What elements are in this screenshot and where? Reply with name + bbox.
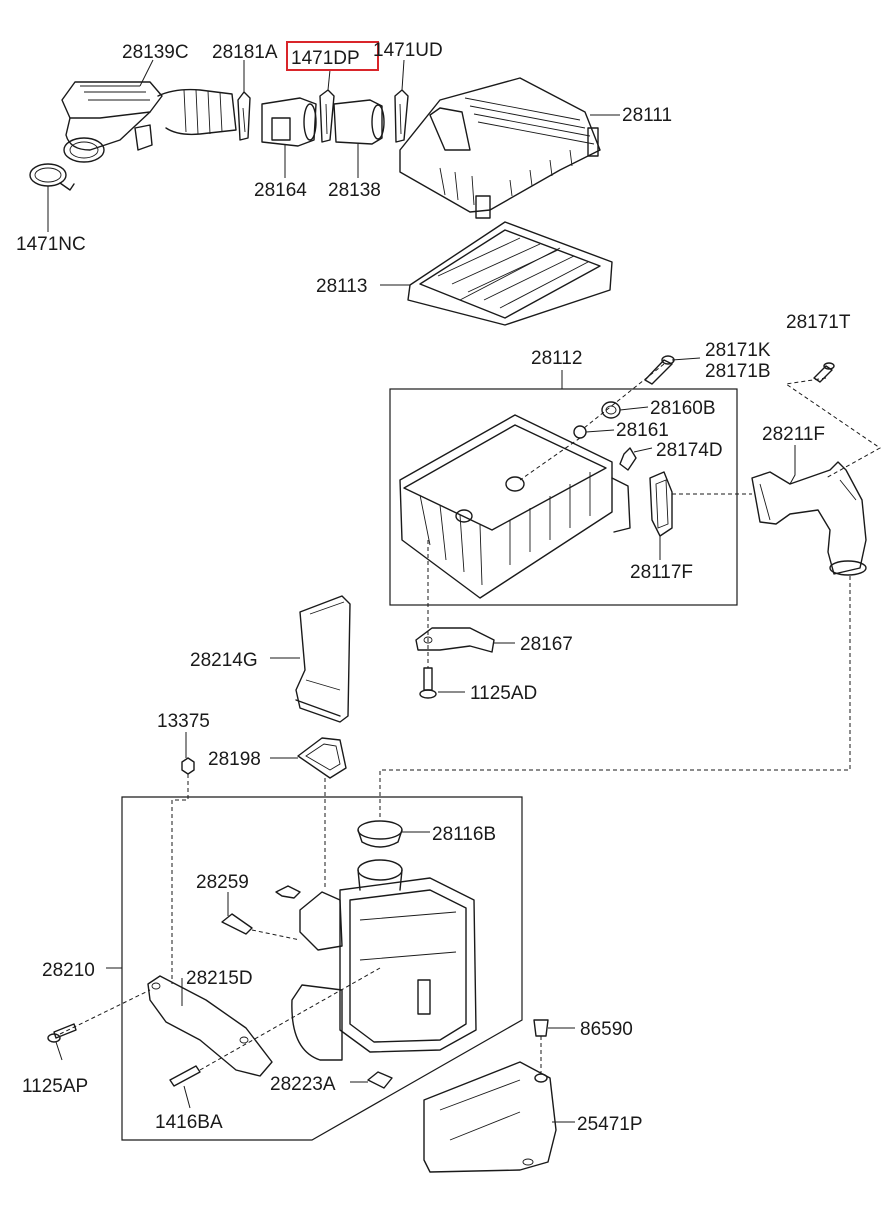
grommet-28160b — [601, 401, 621, 419]
resonator-28210 — [291, 859, 477, 1061]
label-1471ud: 1471UD — [373, 40, 443, 61]
bolt-1125ad — [419, 667, 437, 699]
air-flow-sensor-28164 — [261, 97, 317, 147]
label-28210: 28210 — [42, 960, 95, 981]
label-28113: 28113 — [316, 276, 367, 297]
dashed-alignment-lines — [59, 363, 881, 1074]
resonator-duct-28211f — [751, 461, 867, 576]
label-28160b: 28160B — [650, 398, 716, 419]
bolt-28171k — [644, 355, 675, 385]
air-cleaner-body-28112 — [399, 414, 631, 599]
label-28112: 28112 — [531, 348, 582, 369]
hose-clamp-28181a — [237, 91, 251, 141]
label-28181a: 28181A — [212, 42, 278, 63]
air-filter-28113 — [407, 221, 613, 326]
label-1125ad: 1125AD — [470, 683, 537, 704]
label-25471p: 25471P — [577, 1114, 643, 1135]
bracket-28167 — [415, 627, 495, 653]
label-28111: 28111 — [622, 105, 672, 126]
label-28215d: 28215D — [186, 968, 253, 989]
bolt-1416ba — [169, 1065, 201, 1087]
label-28171k: 28171K — [705, 340, 771, 361]
nut-13375 — [181, 757, 195, 775]
label-28211f: 28211F — [762, 424, 825, 445]
label-28167: 28167 — [520, 634, 573, 655]
label-28214g: 28214G — [190, 650, 258, 671]
grommet-28161 — [573, 425, 587, 439]
label-28117f: 28117F — [630, 562, 693, 583]
air-cleaner-cover-28111 — [399, 77, 601, 219]
label-28198: 28198 — [208, 749, 261, 770]
bracket-28215d — [147, 975, 273, 1077]
bolt-1125ap — [47, 1023, 77, 1043]
label-28223a: 28223A — [270, 1074, 336, 1095]
intake-duct-28139c — [61, 81, 163, 163]
label-1416ba: 1416BA — [155, 1112, 223, 1133]
label-86590: 86590 — [580, 1019, 633, 1040]
bolt-28171t — [813, 362, 835, 383]
label-28139c: 28139C — [122, 42, 189, 63]
label-28171t: 28171T — [786, 312, 851, 333]
seal-28198 — [297, 737, 347, 779]
label-28164: 28164 — [254, 180, 307, 201]
label-28259: 28259 — [196, 872, 249, 893]
label-1125ap: 1125AP — [22, 1076, 88, 1097]
label-1471nc: 1471NC — [16, 234, 86, 255]
hose-clamp-1471dp — [319, 89, 335, 143]
resonator-group-box — [121, 796, 523, 1141]
label-28138: 28138 — [328, 180, 381, 201]
label-28116b: 28116B — [432, 824, 496, 845]
leader-lines — [47, 59, 796, 1123]
label-28171b: 28171B — [705, 361, 771, 382]
part-labels: 28139C 28181A 1471DP 1471UD 28111 28164 … — [16, 40, 851, 1135]
label-28174d: 28174D — [656, 440, 723, 461]
hose-clamp-1471nc — [29, 163, 75, 191]
hose-28138 — [333, 99, 385, 145]
label-28161: 28161 — [616, 420, 669, 441]
clip-28174d — [619, 447, 637, 471]
intake-hose-bellows — [157, 88, 237, 136]
gasket-28117f — [649, 471, 673, 537]
clip-28259 — [221, 885, 301, 935]
hose-clamp-1471ud — [394, 89, 409, 143]
shield-25471p — [423, 1061, 557, 1173]
duct-28214g — [295, 595, 351, 723]
label-13375: 13375 — [157, 711, 210, 732]
lower-case-group-box — [389, 388, 738, 606]
highlight-box-1471dp — [286, 41, 379, 71]
cap-28116b — [357, 820, 403, 848]
label-1471dp: 1471DP — [291, 48, 360, 69]
clip-28223a — [367, 1071, 393, 1089]
